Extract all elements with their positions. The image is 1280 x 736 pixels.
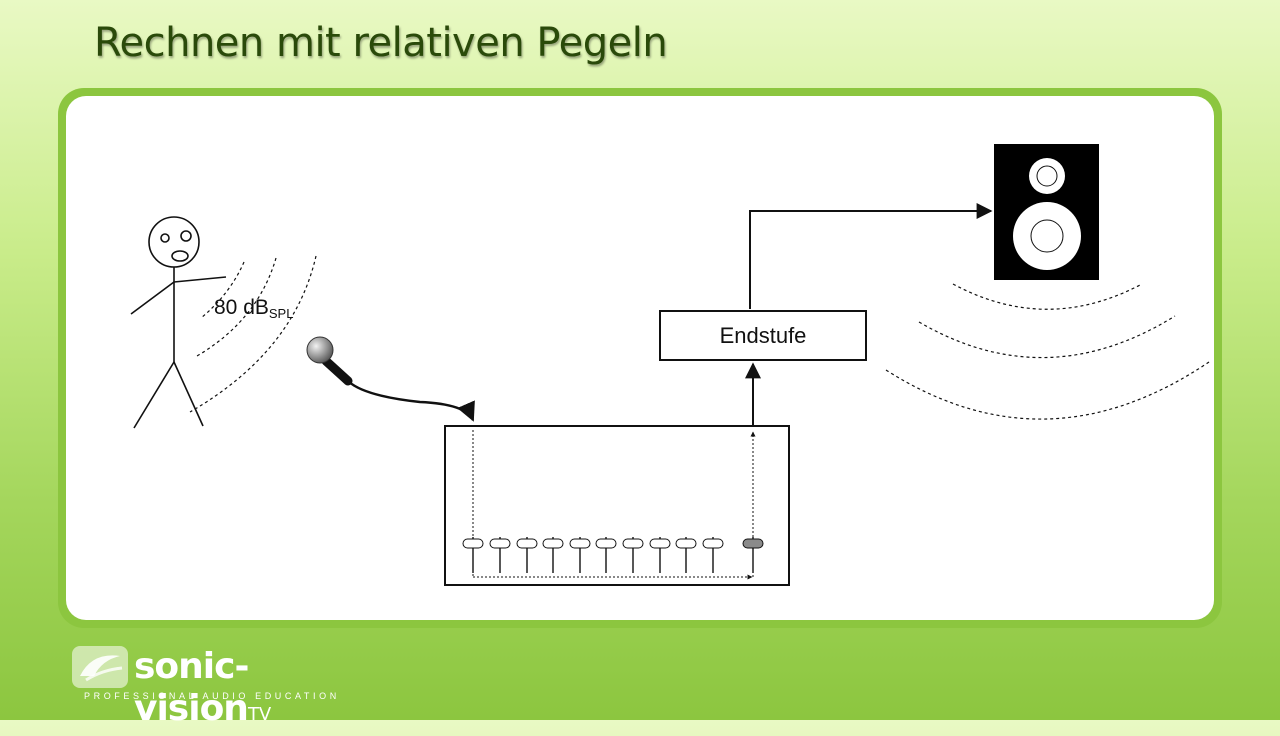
signal-chain-diagram — [130, 144, 1210, 586]
singer-eye-right — [180, 230, 192, 242]
logo-suffix: TV — [247, 704, 272, 725]
channel-fader-knob — [516, 538, 538, 549]
logo: sonic-visionTV PROFESSIONAL AUDIO EDUCAT… — [72, 646, 352, 729]
sound-level-unit: SPL — [268, 306, 294, 321]
mic-cable — [347, 380, 475, 422]
channel-fader-knob — [702, 538, 724, 549]
channel-fader-knob — [675, 538, 697, 549]
channel-fader-knob — [489, 538, 511, 549]
channel-fader-knob — [649, 538, 671, 549]
singer-leg-right — [173, 361, 204, 427]
singer-arm-right — [173, 276, 227, 283]
microphone-icon — [306, 336, 353, 386]
amp-to-speaker-line — [749, 203, 993, 309]
channel-fader-knob — [622, 538, 644, 549]
voice-sound-waves — [189, 255, 317, 413]
mixing-console — [444, 425, 790, 586]
logo-mark-icon — [72, 646, 128, 688]
channel-faders — [462, 537, 764, 573]
master-fader-knob — [742, 538, 764, 549]
sound-level-value: 80 dB — [214, 296, 269, 319]
amplifier-label: Endstufe — [719, 322, 807, 348]
singer-arm-left — [130, 281, 175, 315]
channel-fader-knob — [595, 538, 617, 549]
logo-tagline: PROFESSIONAL AUDIO EDUCATION — [84, 691, 340, 701]
loudspeaker-icon — [994, 144, 1099, 280]
sound-level-label: 80 dBSPL — [214, 296, 293, 321]
channel-fader-knob — [569, 538, 591, 549]
amplifier-box: Endstufe — [659, 310, 867, 361]
singer-leg-left — [133, 361, 175, 429]
logo-name: sonic-vision — [134, 646, 249, 729]
page-title: Rechnen mit relativen Pegeln — [94, 20, 668, 66]
singer-figure — [130, 216, 227, 429]
singer-eye-left — [160, 233, 170, 243]
singer-mouth — [171, 250, 189, 262]
channel-fader-knob — [462, 538, 484, 549]
channel-fader-knob — [542, 538, 564, 549]
speaker-sound-waves — [885, 283, 1210, 420]
